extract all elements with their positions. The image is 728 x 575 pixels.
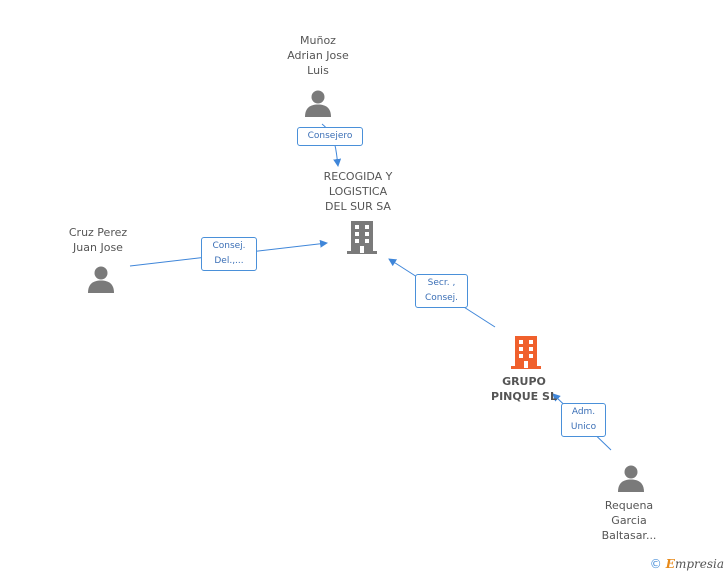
person-icon[interactable]: [86, 264, 116, 294]
node-label-line: Juan Jose: [73, 241, 123, 254]
main-company-building-icon[interactable]: [509, 334, 543, 370]
node-label-line: Cruz Perez: [68, 226, 128, 239]
node-label-line: Requena: [604, 499, 654, 512]
person-icon[interactable]: [616, 463, 646, 493]
edge-label-line: Consej.: [424, 293, 459, 303]
edge-label-secr-consej[interactable]: Secr. , Consej.: [415, 274, 468, 308]
edge-label-line: Unico: [570, 422, 597, 432]
node-label-line: LOGISTICA: [328, 185, 388, 198]
node-label-recogida[interactable]: RECOGIDA Y LOGISTICA DEL SUR SA: [308, 169, 408, 214]
footer-branding: © Empresia: [650, 557, 724, 571]
node-label-line: Baltasar...: [601, 529, 657, 542]
node-label-munoz[interactable]: Muñoz Adrian Jose Luis: [268, 33, 368, 78]
node-label-line: GRUPO: [502, 375, 546, 388]
node-label-line: Adrian Jose: [287, 49, 349, 62]
edge-label-consej-del[interactable]: Consej. Del.,...: [201, 237, 257, 271]
person-icon[interactable]: [303, 88, 333, 118]
copyright-icon: ©: [649, 557, 662, 571]
node-label-cruz[interactable]: Cruz Perez Juan Jose: [48, 225, 148, 255]
edge-label-line: Adm.: [571, 407, 596, 417]
edge-label-line: Consej.: [212, 241, 246, 251]
node-label-line: PINQUE SL: [491, 390, 557, 403]
edge-label-consejero[interactable]: Consejero: [297, 127, 363, 146]
edge-label-adm-unico[interactable]: Adm. Unico: [561, 403, 606, 437]
node-label-line: Luis: [307, 64, 329, 77]
edge-label-line: Secr. ,: [427, 278, 456, 288]
logo-text: mpresia: [674, 557, 724, 571]
empresia-logo[interactable]: Empresia: [666, 557, 724, 571]
node-label-line: DEL SUR SA: [325, 200, 391, 213]
company-building-icon[interactable]: [345, 219, 379, 255]
node-label-grupo[interactable]: GRUPO PINQUE SL: [474, 374, 574, 404]
node-label-line: RECOGIDA Y: [323, 170, 393, 183]
edge-label-line: Consejero: [307, 131, 353, 141]
node-label-requena[interactable]: Requena Garcia Baltasar...: [579, 498, 679, 543]
edge-label-line: Del.,...: [214, 256, 244, 266]
logo-initial: E: [665, 557, 675, 571]
node-label-line: Muñoz: [300, 34, 336, 47]
node-label-line: Garcia: [611, 514, 647, 527]
